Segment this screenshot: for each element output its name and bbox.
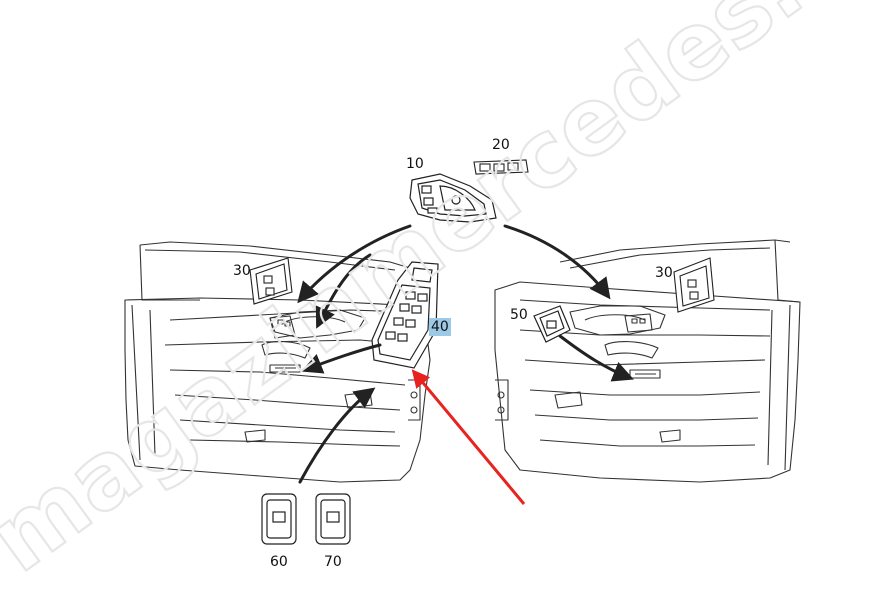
red-pointer-arrow: [411, 369, 526, 505]
right-door-panel: [494, 239, 801, 483]
part-50-switch: [533, 305, 571, 343]
arrow-60-to-left-door: [298, 387, 376, 484]
part-70-switch: [315, 493, 351, 545]
assignment-arrows: [297, 224, 634, 484]
part-30-right-memory-switch: [673, 257, 715, 313]
part-40-window-switch-panel: [371, 261, 439, 369]
part-10-seat-switch: [409, 173, 497, 223]
callout-70: 70: [324, 554, 342, 570]
callout-50: 50: [510, 307, 528, 323]
arrow-50-to-right-door: [558, 334, 634, 382]
part-60-switch: [261, 493, 297, 545]
callout-20: 20: [492, 137, 510, 153]
callout-10: 10: [406, 156, 424, 172]
callout-30-left: 30: [233, 263, 251, 279]
arrow-40-to-right-door: [315, 253, 372, 329]
arrow-10-to-right-door: [503, 224, 611, 300]
callout-30-right: 30: [655, 265, 673, 281]
part-20-switch-strip: [473, 159, 529, 175]
callout-60: 60: [270, 554, 288, 570]
callout-40: 40: [429, 318, 451, 336]
part-30-left-memory-switch: [249, 257, 293, 305]
arrow-10-to-left-door: [297, 224, 412, 304]
arrow-40-to-left-door: [301, 343, 382, 374]
